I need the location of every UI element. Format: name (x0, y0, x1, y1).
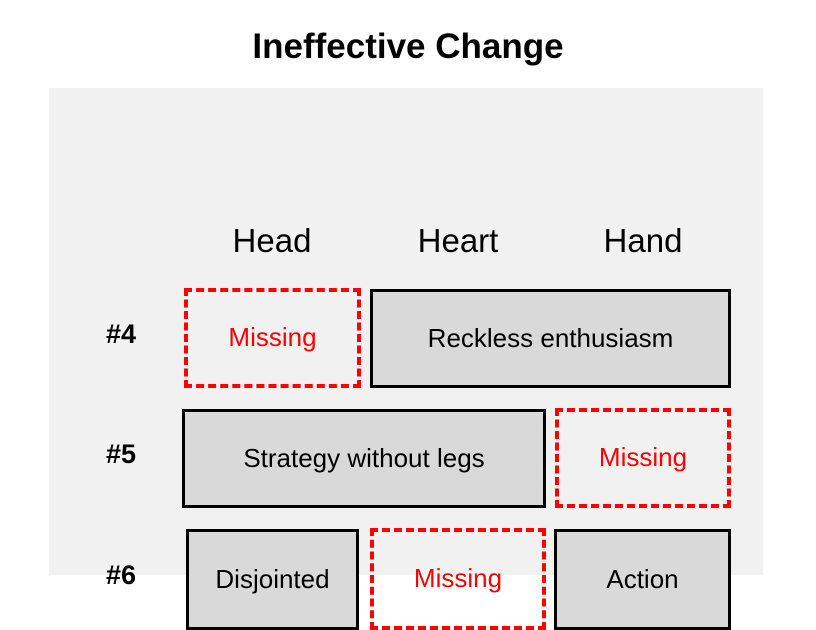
cell-row4-head-missing: Missing (184, 288, 361, 388)
cell-label: Reckless enthusiasm (427, 322, 674, 353)
cell-row6-hand: Action (554, 529, 731, 630)
cell-row5-head-heart: Strategy without legs (182, 409, 546, 508)
cell-row5-hand-missing: Missing (555, 408, 731, 508)
column-header-heart: Heart (417, 222, 499, 259)
column-header-hand: Hand (603, 222, 683, 259)
row-label-5: #5 (106, 439, 137, 469)
cell-label: Strategy without legs (243, 442, 485, 473)
row-label-4: #4 (106, 319, 137, 349)
cell-label: Action (606, 563, 679, 594)
cell-label: Disjointed (215, 563, 330, 594)
row-label-6: #6 (106, 560, 137, 590)
cell-row4-heart-hand: Reckless enthusiasm (370, 289, 731, 388)
cell-label: Missing (598, 442, 688, 473)
cell-row6-head: Disjointed (186, 529, 359, 630)
column-header-head: Head (232, 222, 312, 259)
page-title: Ineffective Change (252, 27, 564, 66)
cell-row6-heart-missing: Missing (370, 528, 546, 630)
cell-label: Missing (228, 322, 317, 353)
cell-label: Missing (413, 563, 503, 594)
matrix-panel: Head Heart Hand #4 Missing Reckless enth… (49, 88, 763, 630)
